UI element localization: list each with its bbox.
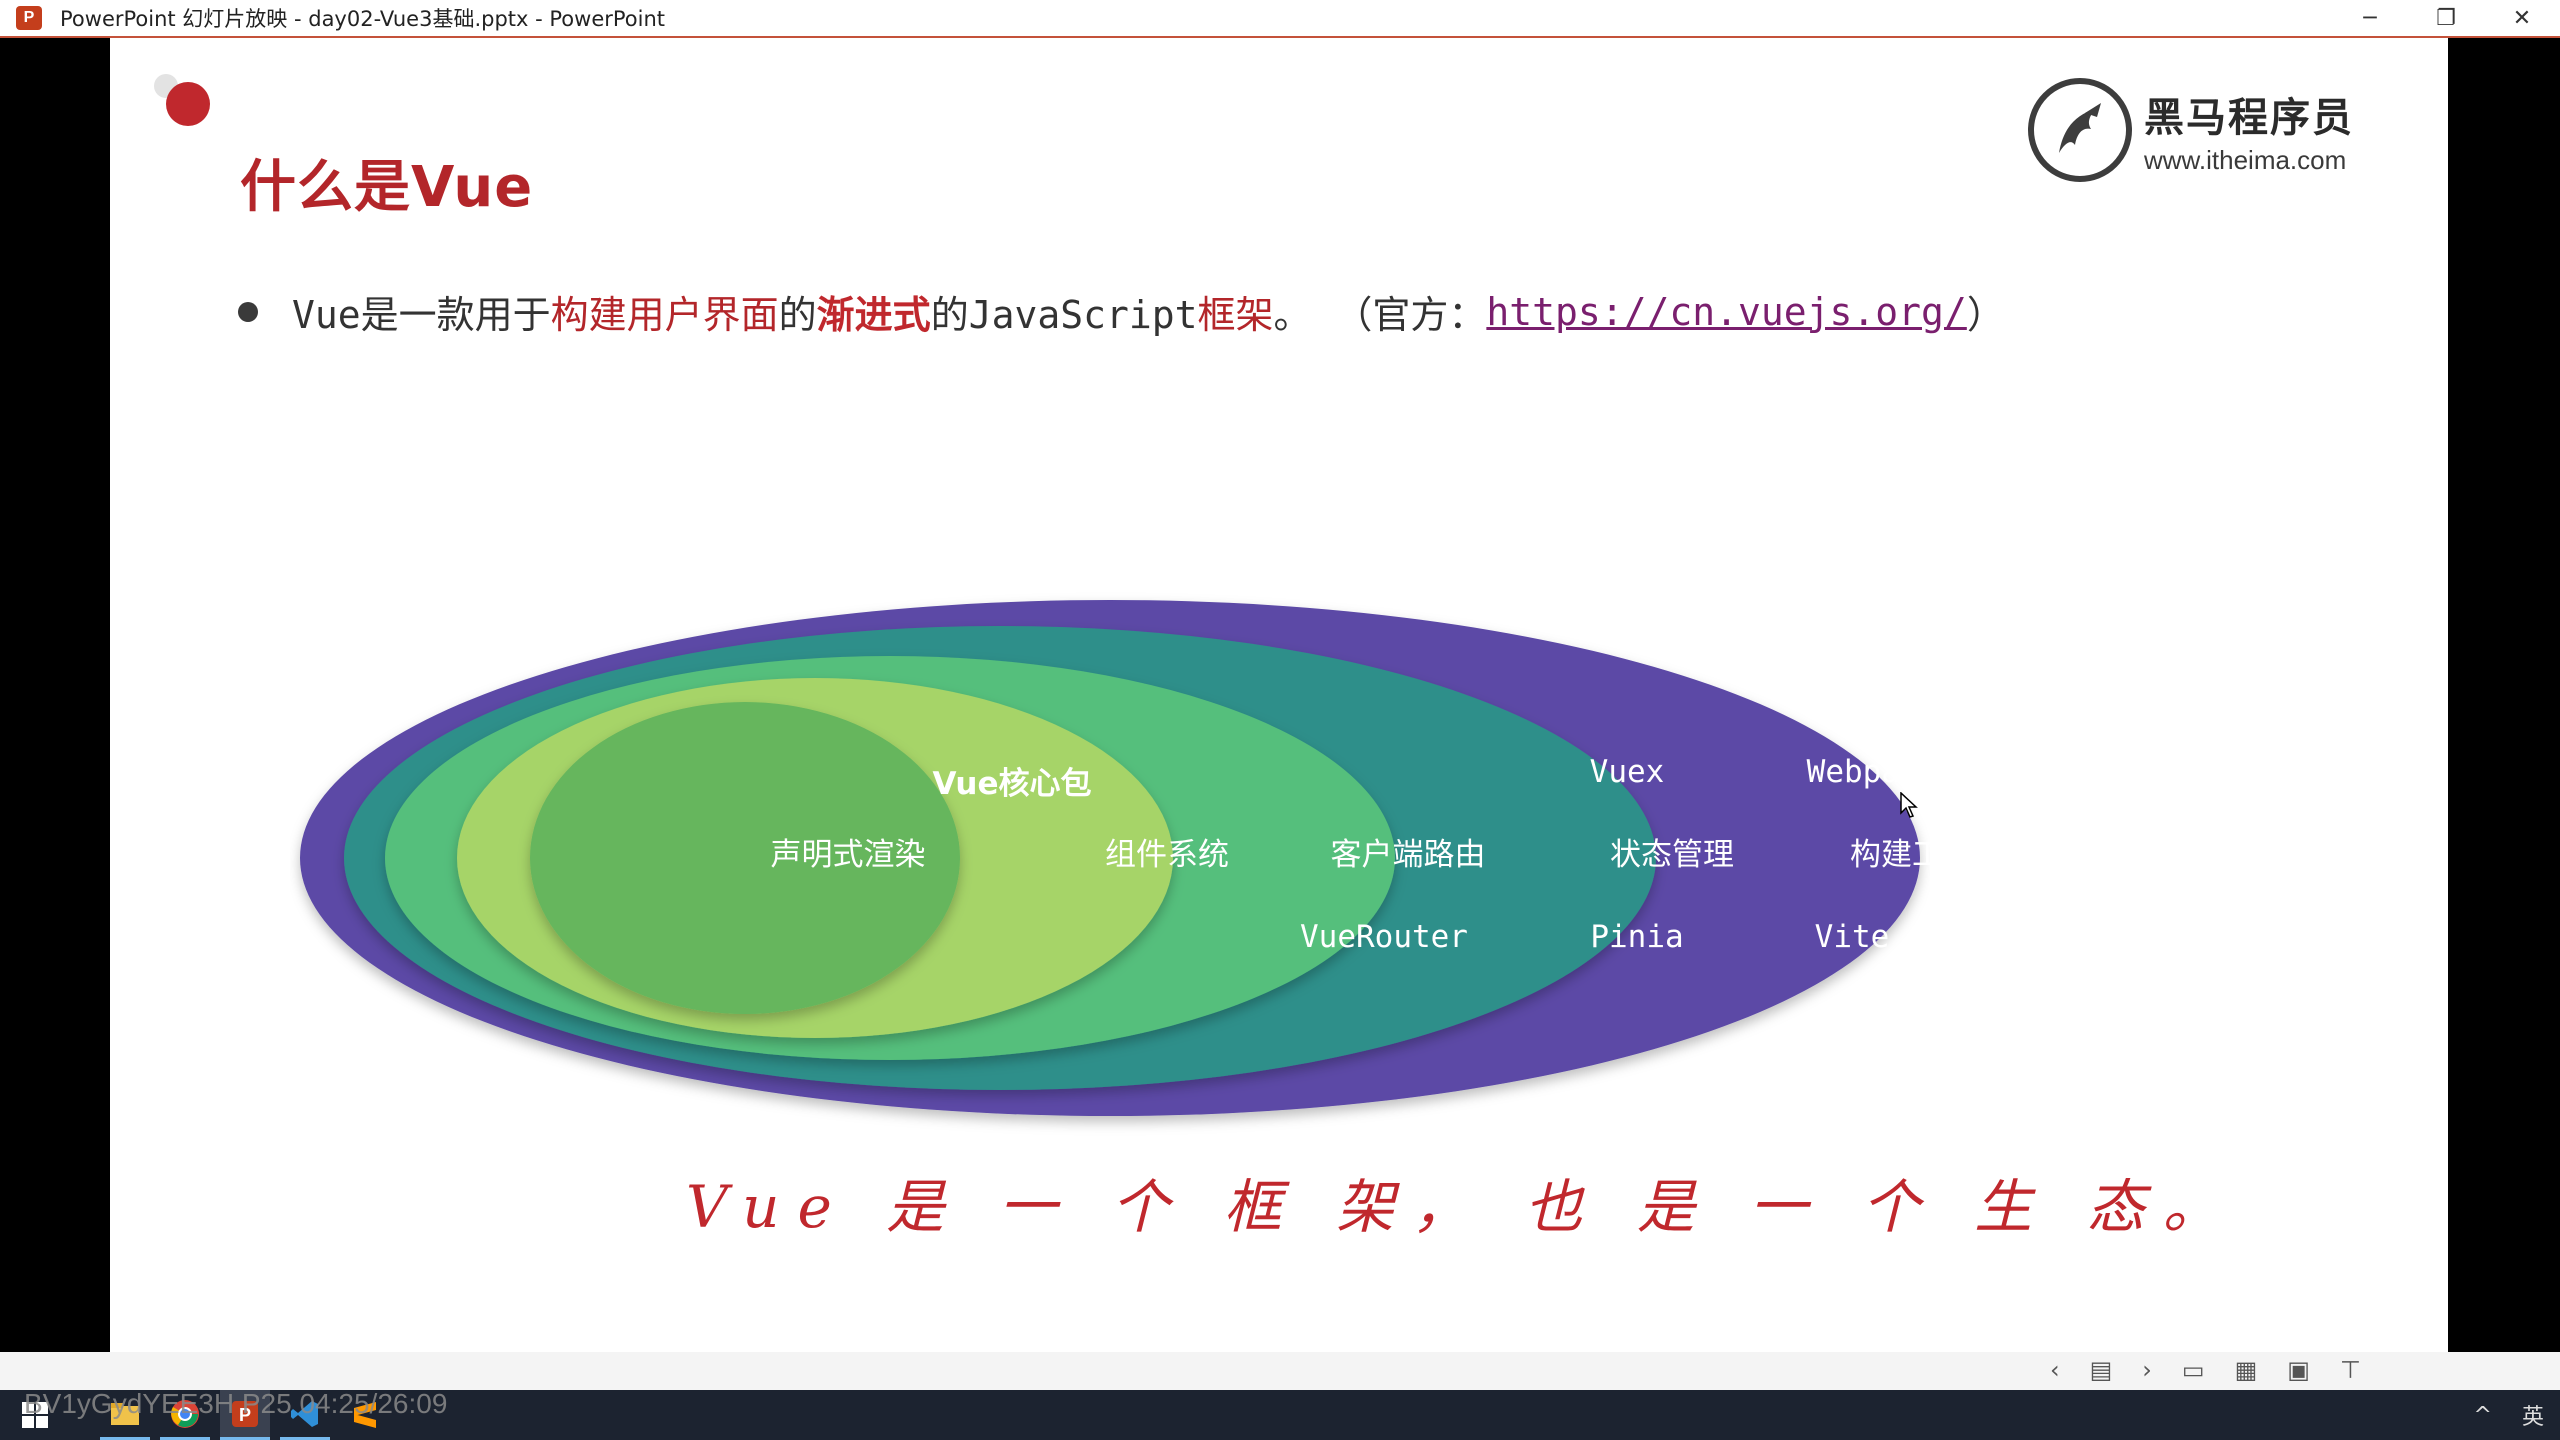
ring4-label-bottom: Pinia [1590,919,1683,955]
window-titlebar: P PowerPoint 幻灯片放映 - day02-Vue3基础.pptx -… [0,0,2560,38]
reading-view-icon[interactable]: ▣ [2287,1356,2310,1384]
bullet-text-2: 的 [778,293,817,337]
slide-menu-icon[interactable]: ▤ [2089,1356,2113,1384]
official-site-link[interactable]: https://cn.vuejs.org/ [1486,289,1967,334]
next-slide-icon[interactable]: › [2142,1356,2152,1384]
mouse-cursor-icon [1900,792,1918,818]
previous-slide-icon[interactable]: ‹ [2050,1356,2060,1384]
bullet-highlight-framework: 框架 [1197,293,1274,337]
windows-taskbar: P [0,1390,2560,1440]
video-watermark: BV1yGydYEE3H P25 04:25/26:09 [24,1388,448,1419]
powerpoint-app-icon: P [16,6,42,30]
vue-ecosystem-diagram: Vue核心包 声明式渲染 组件系统 客户端路由 VueRouter Vuex P… [300,600,1930,1116]
ring3-label-top: 客户端路由 [1331,837,1486,873]
chrome-icon[interactable] [160,1390,210,1440]
minimize-button[interactable]: ─ [2363,5,2377,31]
input-language-indicator[interactable]: 英 [2521,1405,2544,1430]
bullet-text-4: 。 （官方： [1273,293,1487,337]
ring2-label: 组件系统 [1105,837,1229,873]
slide-title: 什么是Vue [240,155,534,220]
slideshow-bottom-strip [0,1352,2560,1390]
slideshow-controls: ‹ ▤ › ▭ ▦ ▣ ⊤ [2050,1348,2361,1392]
decor-red-dot [166,82,210,126]
slide[interactable]: 什么是Vue 黑马程序员 www.itheima.com Vue是一款用于 构建… [110,38,2448,1352]
slideshow-right-margin [2448,38,2560,1352]
window-title: PowerPoint 幻灯片放映 - day02-Vue3基础.pptx - P… [60,7,666,31]
logo-name: 黑马程序员 [2144,94,2354,141]
core-item: 声明式渲染 [771,837,926,873]
file-explorer-icon[interactable] [100,1390,150,1440]
windows-start-icon[interactable] [10,1390,60,1440]
ring4-label-top: Vuex [1590,754,1665,790]
tray-expand-icon[interactable]: ^ [2473,1402,2492,1428]
presenter-view-icon[interactable]: ⊤ [2339,1356,2361,1384]
close-button[interactable]: ✕ [2512,5,2532,31]
slide-sorter-icon[interactable]: ▦ [2234,1356,2258,1384]
window-controls: ─ ❐ ✕ [2332,0,2560,36]
ring3-label-bottom: VueRouter [1300,919,1468,955]
normal-view-icon[interactable]: ▭ [2181,1356,2205,1384]
logo-url: www.itheima.com [2144,144,2347,175]
bullet-line: Vue是一款用于 构建用户界面 的 渐进式 的JavaScript 框架 。 （… [238,284,2005,339]
ring5-label-mid: 构建工具 [1850,837,1930,873]
slogan: Vue 是 一 个 框 架， 也 是 一 个 生 态。 [686,1173,2239,1241]
svg-text:P: P [239,1405,251,1425]
ring5-label-top: Webpack [1807,754,1930,790]
ring4-label-mid: 状态管理 [1610,837,1734,873]
system-tray: ^ 英 [2474,1390,2544,1440]
slideshow-left-margin [0,38,110,1352]
itheima-logo: 黑马程序员 www.itheima.com [2028,78,2354,182]
bullet-text-5: ） [1966,293,2005,337]
sublime-icon[interactable] [340,1390,390,1440]
bullet-text-3: 的JavaScript [930,293,1198,337]
ring5-label-bottom: Vite [1815,919,1890,955]
bullet-dot [238,301,258,322]
horse-logo-icon [2028,78,2132,182]
bullet-highlight-progressive: 渐进式 [816,293,931,337]
core-title: Vue核心包 [933,766,1092,802]
restore-button[interactable]: ❐ [2436,5,2456,31]
powerpoint-icon[interactable]: P [220,1390,270,1440]
vscode-icon[interactable] [280,1390,330,1440]
ring-core [530,702,960,1014]
bullet-highlight-ui: 构建用户界面 [550,293,779,337]
bullet-text-1: Vue是一款用于 [292,293,551,337]
